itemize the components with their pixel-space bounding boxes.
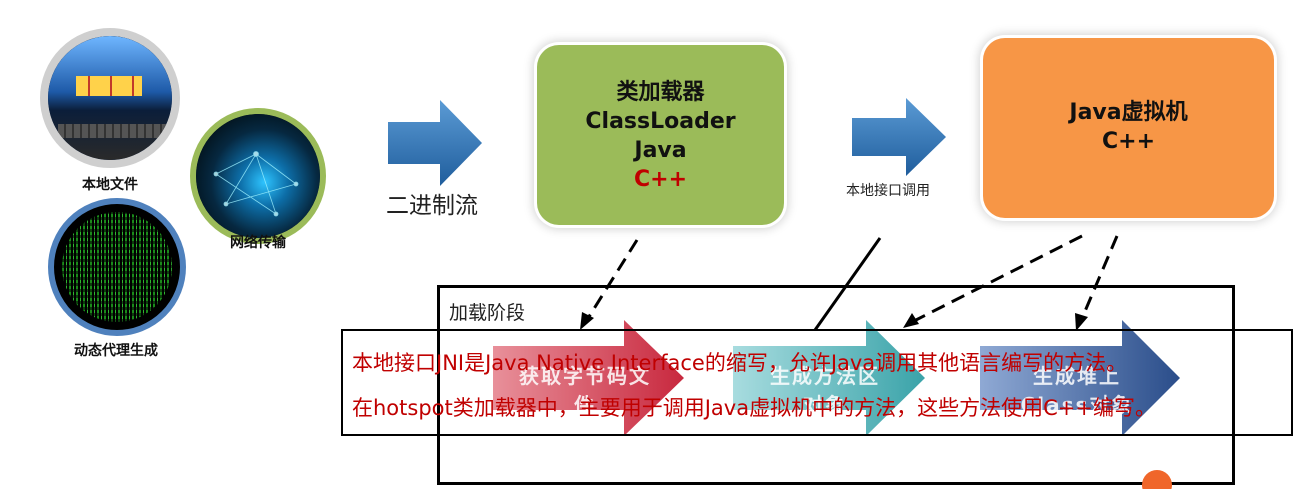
local-file-label: 本地文件 (82, 177, 138, 193)
right-arrow-icon (852, 98, 946, 176)
loading-stage-title: 加载阶段 (449, 302, 526, 324)
stage-step-2: 生成方法区 对象 (770, 364, 880, 417)
classloader-lang-cpp: C++ (633, 167, 687, 192)
binary-stream-label: 二进制流 (386, 193, 478, 219)
stage-step-1: 获取字节码文 件 (519, 364, 651, 417)
classloader-name: ClassLoader (585, 109, 736, 134)
stage-step-3: 生成堆上 Class对象 (1020, 364, 1134, 417)
dynamic-proxy-icon (48, 198, 186, 336)
annotation-box (341, 329, 1293, 436)
classloader-lang-java: Java (634, 138, 687, 163)
network-icon (190, 108, 326, 244)
local-file-icon (40, 28, 180, 168)
jvm-lang-cpp: C++ (1101, 129, 1155, 154)
right-arrow-icon (388, 100, 482, 186)
jvm-box: Java虚拟机 C++ (983, 38, 1274, 218)
classloader-title: 类加载器 (616, 80, 705, 105)
loading-stage-frame (437, 285, 1235, 485)
classloader-box: 类加载器 ClassLoader Java C++ (537, 45, 784, 225)
jvm-title: Java虚拟机 (1069, 100, 1188, 125)
native-call-label: 本地接口调用 (846, 183, 930, 199)
annotation-line-1: 本地接口JNI是Java Native Interface的缩写，允许Java调… (352, 351, 1128, 375)
annotation-line-2: 在hotspot类加载器中，主要用于调用Java虚拟机中的方法，这些方法使用C+… (352, 396, 1156, 420)
network-label: 网络传输 (230, 235, 286, 251)
dynamic-proxy-label: 动态代理生成 (74, 343, 158, 359)
logo-icon (1142, 470, 1172, 489)
